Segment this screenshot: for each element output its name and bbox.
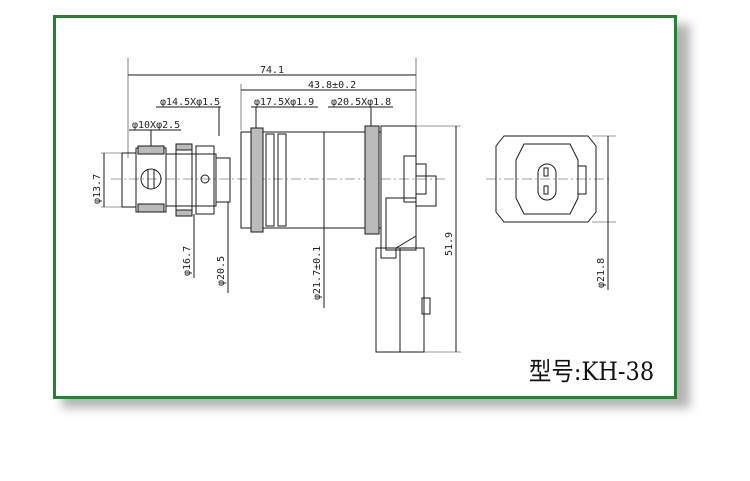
dim-body-length: 43.8±0.2 <box>308 80 356 91</box>
tip-oring <box>137 145 165 213</box>
end-view-pin-b <box>543 185 549 195</box>
stem-collar <box>195 145 215 215</box>
dim-oring-tip: φ10Xφ2.5 <box>132 120 180 131</box>
tip-end <box>121 152 137 208</box>
plug-latch <box>421 297 431 315</box>
connector-housing <box>380 125 437 259</box>
stem-groove <box>175 145 193 215</box>
dim-dia-connector: φ21.8 <box>596 258 607 288</box>
tip-body <box>135 147 167 213</box>
body-oring-rear <box>364 125 380 235</box>
dim-overall-length: 74.1 <box>260 65 284 76</box>
body-oring-front <box>250 127 264 233</box>
dim-dia-shoulder: φ20.5 <box>216 256 227 286</box>
end-view-pin-housing <box>537 163 557 201</box>
technical-drawing: 74.1 43.8±0.2 φ14.5Xφ1.5 φ17.5Xφ1.9 φ20.… <box>92 58 616 353</box>
dim-dia-body: φ21.7±0.1 <box>312 246 323 300</box>
end-view-socket <box>515 143 579 215</box>
dim-height: 51.9 <box>444 232 455 256</box>
dim-oring-mid: φ17.5Xφ1.9 <box>254 97 314 108</box>
dim-dia-tip: φ13.7 <box>92 174 103 204</box>
end-view-outline <box>495 135 597 223</box>
connector-tab <box>415 163 427 195</box>
dim-oring-large: φ20.5Xφ1.8 <box>331 97 391 108</box>
end-view-key <box>577 165 587 195</box>
body-rib-b <box>277 133 287 227</box>
neck <box>215 157 231 203</box>
end-view-pin-a <box>543 167 549 177</box>
dim-oring-small: φ14.5Xφ1.5 <box>160 97 220 108</box>
body-rib-a <box>265 133 275 227</box>
tip-port <box>140 168 162 190</box>
dim-dia-groove: φ16.7 <box>182 246 193 276</box>
drawing-frame: 74.1 43.8±0.2 φ14.5Xφ1.5 φ17.5Xφ1.9 φ20.… <box>53 15 677 399</box>
plug-neck <box>385 197 417 251</box>
stem-oring <box>175 143 193 217</box>
stem-hole <box>200 174 210 184</box>
model-label: 型号:KH-38 <box>528 357 654 386</box>
